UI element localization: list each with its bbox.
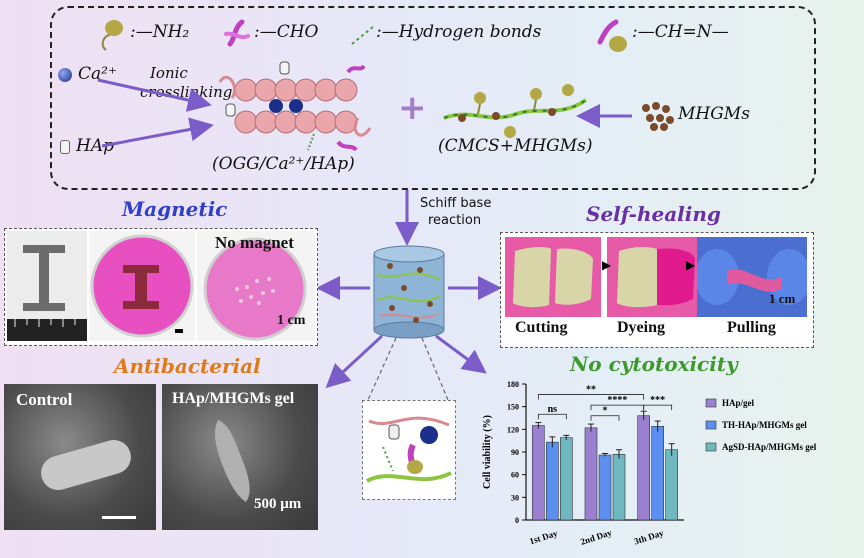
dyeing-photo [607,237,705,317]
ca-label: Ca²⁺ [78,64,117,84]
cytotoxicity-title: No cytotoxicity [570,352,738,376]
hydrogen-bond-icon [351,25,375,45]
bar [546,441,559,521]
ogg-network-illustration [218,61,372,152]
bar [651,426,664,521]
ogg-label: (OGG/Ca²⁺/HAp) [212,154,355,174]
y-tick-label: 150 [507,403,519,412]
y-axis-label: Cell viability (%) [482,415,493,489]
magnetic-photo-panel: No magnet 1 cm [4,228,318,346]
cmcs-label: (CMCS+MHGMs) [438,136,593,156]
gel-label: HAp/MHGMs gel [172,390,295,407]
magnetic-scale-label: 1 cm [277,313,306,328]
bar [612,453,626,521]
x-tick-label: 3th Day [633,528,665,547]
control-label: Control [16,390,73,409]
dyeing-label: Dyeing [617,319,665,336]
petri-dish-no-magnet [197,231,315,341]
sig-single-label: * [603,406,608,417]
mhgms-particles-icon [642,102,674,131]
self-healing-photo-panel: Cutting Dyeing Pulling 1 cm [500,232,814,348]
sem-scale-label: 500 μm [254,496,302,512]
control-sem-image [4,384,156,530]
schiff-label-1: Schiff base [420,196,492,211]
plus-sign: + [398,88,427,128]
pulling-label: Pulling [727,319,776,336]
sig-triple-bracket [643,404,673,411]
hap-label: HAp [76,136,114,156]
y-tick-label: 0 [515,516,519,525]
petri-dish-with-magnet [89,231,195,341]
y-tick-label: 180 [507,380,519,389]
bar [584,427,598,521]
sig-ns-label: ns [548,404,558,415]
cmcs-chain-illustration [443,84,588,138]
sig-ns-bracket [537,413,567,420]
cho-icon [224,19,250,47]
arrow-right-icon: ▶ [602,258,612,272]
self-healing-title: Self-healing [586,202,721,226]
hydrogel-cylinder-illustration [373,245,445,339]
legend-swatch [705,420,717,430]
nh2-icon [101,20,123,51]
i-shaped-sample [7,231,87,341]
cutting-photo [505,237,601,317]
zoom-inset [362,400,456,500]
calcium-ion-icon [58,68,72,82]
mhgms-label: MHGMs [678,104,750,124]
bar [532,425,545,521]
scheme-box [50,6,816,190]
sig-triple-label: *** [650,395,665,406]
sig-double-label: ** [586,385,596,396]
hap-icon [60,140,70,154]
legend-cho: :—CHO [254,22,319,42]
ionic-label: Ionic [150,64,188,82]
bar [560,437,573,521]
legend-nh2: :—NH₂ [130,22,190,42]
imine-icon [597,19,627,52]
no-magnet-label: No magnet [215,233,294,252]
self-healing-scale-label: 1 cm [769,291,796,306]
bar [665,449,678,521]
y-tick-label: 30 [511,493,519,502]
y-tick-label: 90 [511,448,519,457]
schiff-label-2: reaction [428,213,482,228]
bar [598,454,612,521]
y-tick-label: 60 [511,471,519,480]
cutting-label: Cutting [515,319,568,336]
legend-imine: :—CH=N— [632,22,729,42]
sig-four-label: **** [607,395,627,406]
sig-double-bracket [537,394,645,400]
x-tick-label: 1st Day [528,528,559,547]
y-tick-label: 120 [507,425,519,434]
sig-single-bracket [590,415,620,421]
scheme-arrows [97,78,632,148]
pulling-photo [695,237,811,317]
legend-label: TH-HAp/MHGMs gel [722,420,807,430]
bar [637,415,650,521]
legend-swatch [705,442,717,452]
arrow-right-icon: ▶ [686,258,696,272]
x-tick-label: 2nd Day [579,527,613,547]
legend-swatch [705,398,717,408]
gel-sem-image [162,384,318,530]
antibacterial-title: Antibacterial [114,354,261,378]
legend-label: HAp/gel [722,398,755,408]
legend-label: AgSD-HAp/MHGMs gel [722,442,817,452]
magnetic-title: Magnetic [122,197,228,221]
legend-hbond: :—Hydrogen bonds [376,22,542,42]
